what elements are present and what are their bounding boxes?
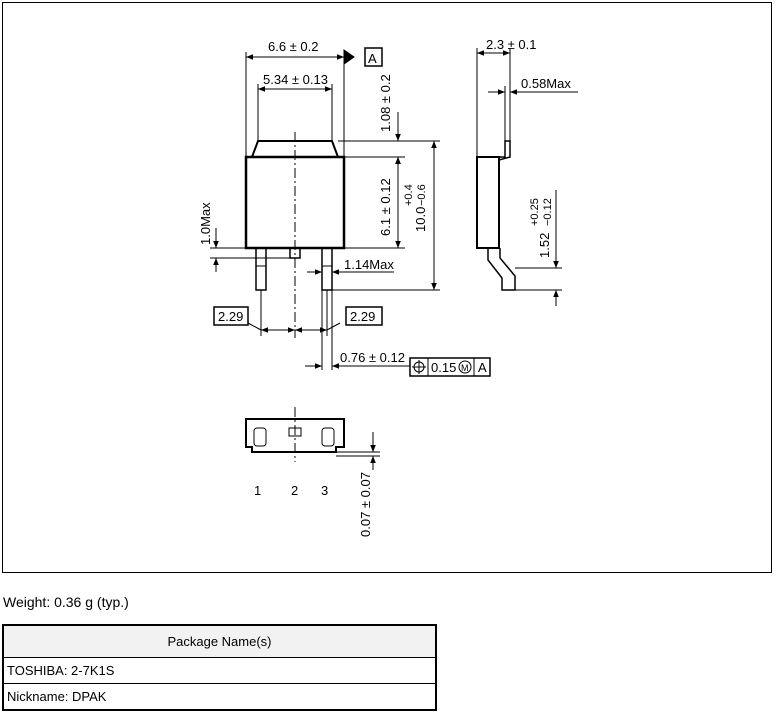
dim-side-lead: 0.58Max (521, 76, 571, 91)
weight-label: Weight: 0.36 g (typ.) (3, 594, 129, 610)
dim-lead-stub: 1.0Max (198, 202, 213, 245)
side-lead (487, 248, 516, 291)
lead-3 (321, 247, 333, 291)
dim-body-height: 6.1 ± 0.12 (378, 178, 393, 236)
tolerance-modifier: M (461, 363, 469, 373)
tolerance-value: 0.15 (431, 360, 456, 375)
bottom-pin-3 (321, 427, 335, 447)
datum-a-triangle (343, 49, 355, 65)
dim-total-tol-plus: +0.4 (403, 184, 415, 206)
pitch-left-box (213, 306, 249, 326)
dim-side-thickness: 2.3 ± 0.1 (486, 37, 537, 52)
dim-side-tol-minus: −0.12 (542, 198, 554, 226)
dim-bottom-gap: 0.07 ± 0.07 (358, 472, 373, 537)
pitch-right-box (345, 306, 383, 326)
pin-label-1: 1 (254, 483, 261, 498)
tolerance-datum: A (478, 360, 487, 375)
bottom-pin-1 (253, 427, 267, 447)
dim-pitch-left: 2.29 (218, 309, 243, 324)
dim-lead-thickness: 0.76 ± 0.12 (340, 350, 405, 365)
pin-label-2: 2 (291, 483, 298, 498)
dim-tab-height: 1.08 ± 0.2 (378, 74, 393, 132)
dim-total-tol-minus: −0.6 (416, 184, 428, 206)
side-body (476, 156, 500, 249)
table-cell-toshiba: TOSHIBA: 2-7K1S (2, 657, 437, 684)
lead-1 (255, 247, 267, 291)
dim-width-total: 6.6 ± 0.2 (268, 39, 319, 54)
table-header: Package Name(s) (2, 624, 437, 658)
datum-a-label: A (368, 51, 377, 66)
pin-label-3: 3 (321, 483, 328, 498)
table-header-row: Package Name(s) (2, 624, 437, 658)
table-cell-nickname: Nickname: DPAK (2, 683, 437, 711)
dim-lead-width: 1.14Max (344, 257, 394, 272)
datum-a-box (364, 47, 383, 67)
dim-width-body: 5.34 ± 0.13 (263, 72, 328, 87)
table-row: TOSHIBA: 2-7K1S (2, 657, 437, 684)
package-outline-drawing: 6.6 ± 0.2 A 5.34 ± 0.13 1.08 ± 0.2 6.1 ±… (198, 37, 578, 537)
dim-pitch-right: 2.29 (350, 309, 375, 324)
dim-side-tol-plus: +0.25 (529, 198, 541, 226)
position-tolerance-frame (409, 357, 491, 377)
dim-side-height: 1.52 (537, 233, 552, 258)
dim-total-height: 10.0 (413, 207, 428, 232)
side-tab (498, 140, 511, 161)
package-drawing-frame (2, 2, 772, 573)
package-name-table: Package Name(s) TOSHIBA: 2-7K1S Nickname… (2, 624, 437, 711)
table-row: Nickname: DPAK (2, 683, 437, 711)
